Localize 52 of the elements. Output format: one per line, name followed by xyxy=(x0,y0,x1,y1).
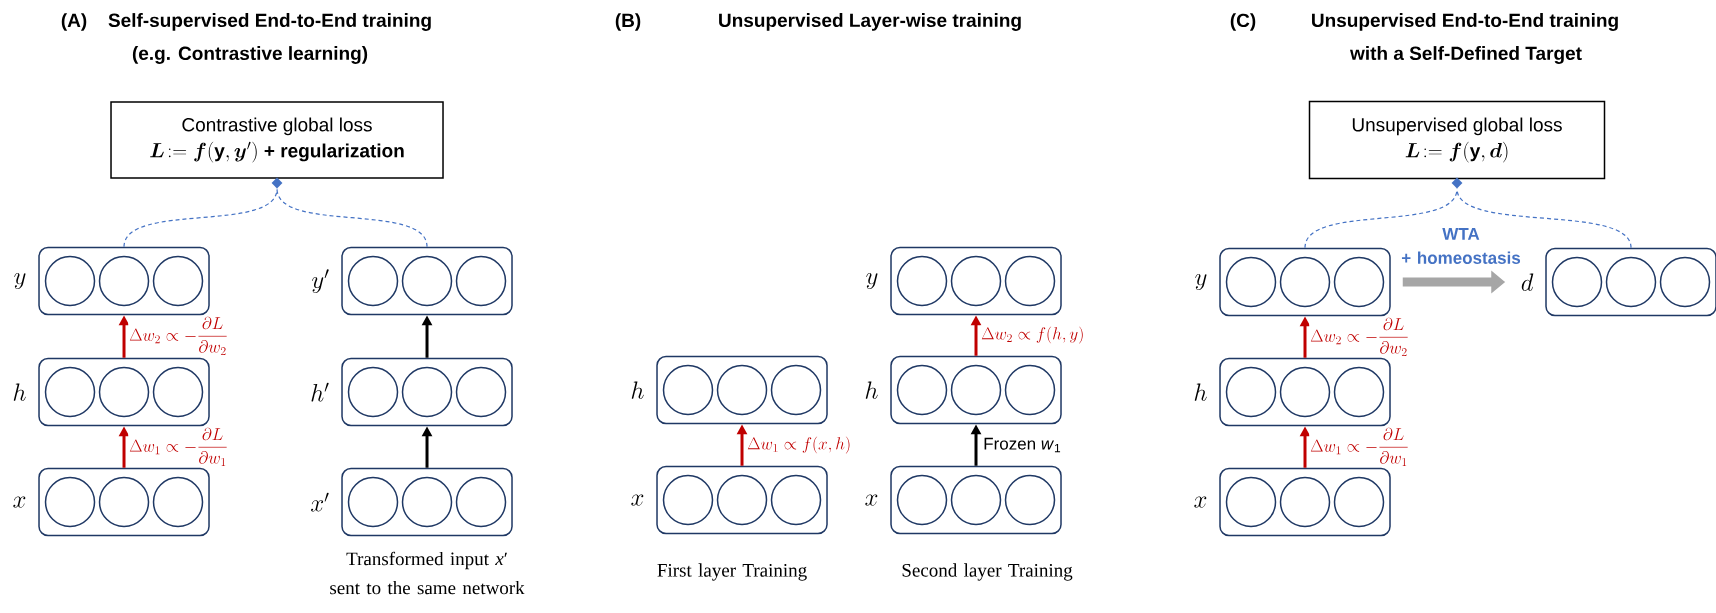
panel-title: (e.g. Contrastive learning) xyxy=(132,46,368,64)
edge-label: WTA + homeostasis xyxy=(1401,228,1521,264)
loss-box: Unsupervised global loss $\boldsymbol{L}\!:=\boldsymbol{f}(\mathbf{y},\boldsymbol{d})$ xyxy=(1308,100,1606,180)
layer-label: $y$ xyxy=(1195,274,1207,290)
panel-title: (A) xyxy=(61,13,87,31)
edge-label: Frozen w$_{1}$ xyxy=(984,437,1061,453)
layer-label: $h$ xyxy=(13,383,26,401)
layer-box xyxy=(1219,467,1391,537)
edge-label: $\Delta w_2 \propto -\frac{\partial L}{\partial w_2}$ xyxy=(1310,317,1408,356)
panel-title: with a Self-Defined Target xyxy=(1350,46,1582,64)
layer-box xyxy=(38,246,210,316)
layer-label: $h$ xyxy=(1194,383,1207,401)
layer-box xyxy=(890,246,1062,316)
layer-label: $h'$ xyxy=(311,382,329,402)
caption: Second layer Training xyxy=(902,563,1073,581)
panel-title: (B) xyxy=(615,13,641,31)
edge-label: $\Delta w_1 \propto -\frac{\partial L}{\partial w_1}$ xyxy=(129,427,227,466)
layer-label: $x$ xyxy=(13,496,26,508)
panel-title: (C) xyxy=(1230,13,1256,31)
edge-label: $\Delta w_2 \propto -\frac{\partial L}{\partial w_2}$ xyxy=(129,316,227,355)
layer-box xyxy=(1545,247,1716,317)
junction-diamond xyxy=(1451,177,1463,189)
layer-box xyxy=(341,357,513,427)
layer-label: $x$ xyxy=(865,494,878,506)
edge-label: $\Delta w_1 \propto f(x,h)$ xyxy=(747,436,850,454)
layer-box xyxy=(341,246,513,316)
caption: First layer Training xyxy=(657,563,807,581)
layer-label: $h$ xyxy=(865,381,878,399)
junction-diamond xyxy=(271,177,283,189)
layer-label: $h$ xyxy=(631,381,644,399)
layer-label: $x$ xyxy=(631,494,644,506)
layer-box xyxy=(656,465,828,535)
loss-box: Contrastive global loss $\boldsymbol{L}\!:=\boldsymbol{f}(\mathbf{y},\boldsymbol{y}')$ + regularization xyxy=(110,101,444,179)
layer-box xyxy=(1219,247,1391,317)
panel-title: Unsupervised Layer-wise training xyxy=(719,13,1021,31)
layer-box xyxy=(890,355,1062,425)
panel-title: Self-supervised End-to-End training xyxy=(108,13,431,31)
layer-label: $y$ xyxy=(866,273,878,289)
layer-box xyxy=(1219,357,1391,427)
layer-label: $x'$ xyxy=(311,492,329,512)
layer-box xyxy=(656,355,828,425)
layer-box xyxy=(38,357,210,427)
layer-label: $d$ xyxy=(1521,273,1534,291)
edge-label: $\Delta w_1 \propto -\frac{\partial L}{\partial w_1}$ xyxy=(1310,427,1408,466)
layer-label: $y$ xyxy=(14,273,26,289)
layer-label: $x$ xyxy=(1194,496,1207,508)
layer-box xyxy=(890,465,1062,535)
panel-title: Unsupervised End-to-End training xyxy=(1312,13,1618,31)
edge-label: $\Delta w_2 \propto f(h,y)$ xyxy=(981,326,1083,344)
layer-box xyxy=(38,467,210,537)
layer-box xyxy=(341,467,513,537)
layer-label: $y'$ xyxy=(312,269,329,293)
